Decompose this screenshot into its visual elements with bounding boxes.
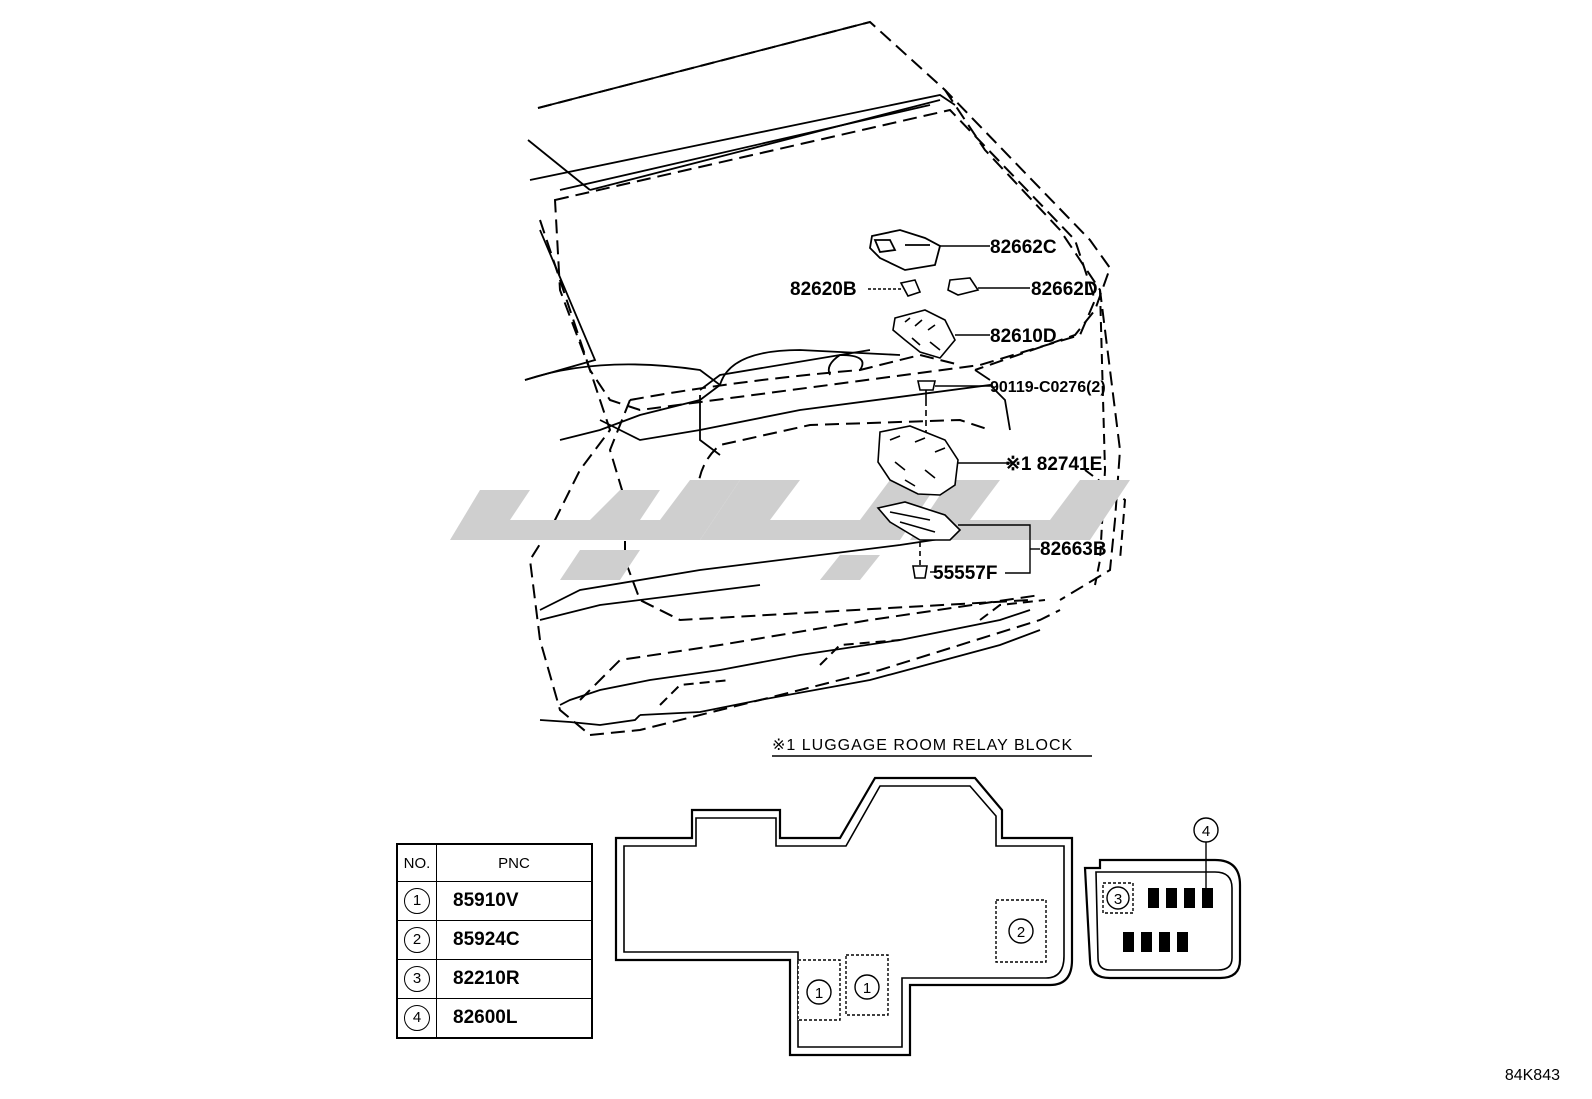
svg-text:1: 1 [863,980,871,997]
callout-82662c: 82662C [990,237,1057,258]
row-no: 2 [396,920,437,960]
pnc-table: NO. PNC 1 85910V 2 85924C 3 82210R 4 826… [396,843,593,1039]
callout-90119-c0276: 90119-C0276(2) [990,379,1106,396]
bolt-90119 [917,380,936,432]
component-82620b [899,279,922,297]
table-row: 2 85924C [396,920,593,960]
marker-1b: 1 [854,974,880,1000]
relay-slots [797,882,1134,1021]
row-pnc: 82210R [436,959,593,999]
callout-55557f: 55557F [933,563,997,584]
svg-text:3: 3 [1114,891,1122,908]
component-82662d [947,277,980,296]
table-row: 1 85910V [396,881,593,921]
svg-text:4: 4 [1202,823,1210,840]
callout-82663b: 82663B [1040,539,1107,560]
callout-82741e: ※1 82741E [1005,454,1102,475]
row-pnc: 82600L [436,998,593,1039]
callout-82620b: 82620B [790,279,857,300]
marker-4: 4 [1193,817,1219,843]
vehicle-solid-lines [524,21,1041,726]
component-82741e [877,425,959,496]
relay-block-title: ※1 LUGGAGE ROOM RELAY BLOCK [772,737,1073,754]
svg-text:2: 2 [1017,924,1025,941]
table-row: 4 82600L [396,998,593,1039]
callout-82662d: 82662D [1031,279,1098,300]
clip-55557f [912,542,928,579]
diagram-code: 84K843 [1504,1067,1560,1084]
callout-82610d: 82610D [990,326,1057,347]
header-no: NO. [396,843,437,882]
leader-lines [868,245,1040,574]
watermark-logo [450,480,1130,580]
header-pnc: PNC [436,843,593,882]
relay-fuses [1123,888,1213,952]
row-no: 1 [396,881,437,921]
component-82610d [892,309,956,359]
component-82662c [869,229,942,271]
table-row: 3 82210R [396,959,593,999]
row-no: 3 [396,959,437,999]
marker-3: 3 [1106,886,1130,910]
pnc-table-header: NO. PNC [396,843,593,882]
svg-text:1: 1 [815,985,823,1002]
row-pnc: 85910V [436,881,593,921]
component-82663b [876,501,962,541]
relay-block-outline [614,776,1242,1057]
marker-1a: 1 [806,979,832,1005]
row-no: 4 [396,998,437,1039]
marker-2: 2 [1008,918,1034,944]
row-pnc: 85924C [436,920,593,960]
